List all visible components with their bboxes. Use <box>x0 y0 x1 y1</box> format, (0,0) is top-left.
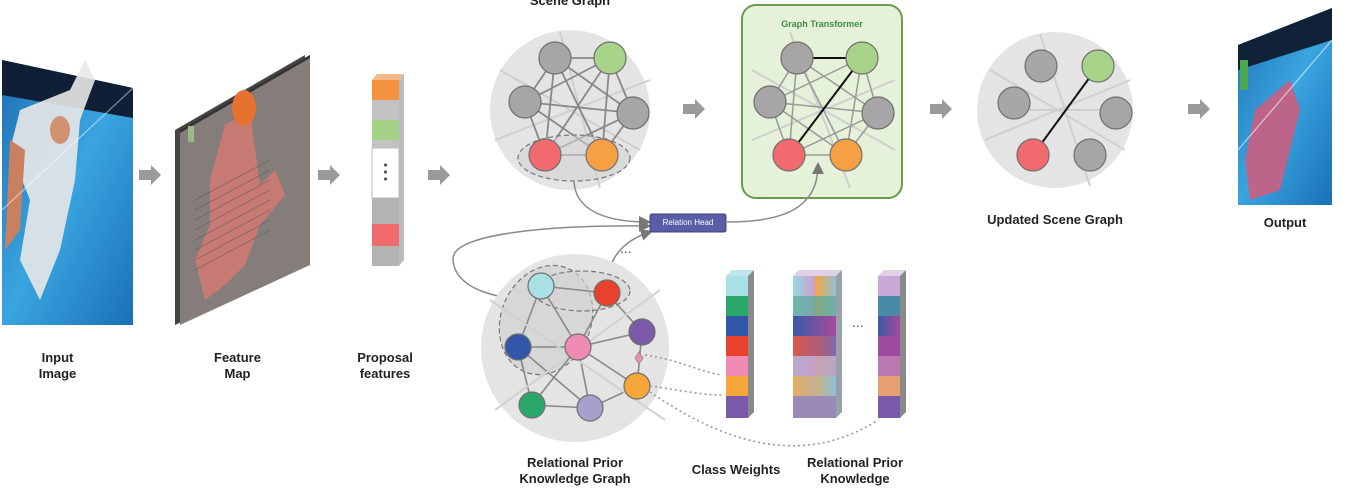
arrow-3 <box>428 165 450 185</box>
input-image-label: Input Image <box>38 350 77 381</box>
relational-prior-label: Relational Prior Knowledge <box>806 455 904 486</box>
proposal-features-stack <box>371 74 404 266</box>
relation-head-ellipsis: ... <box>620 240 632 256</box>
class-weights <box>726 270 754 418</box>
relation-head-box <box>649 213 727 233</box>
prior-stack-ellipsis: ... <box>852 314 864 330</box>
class-weights-label: Class Weights <box>691 462 781 477</box>
scene-graph <box>490 30 651 190</box>
graph-transformer-title: Graph Transformer <box>781 19 863 29</box>
output-image <box>1237 8 1333 205</box>
arrow-5 <box>930 99 952 119</box>
input-image <box>1 60 134 325</box>
graph-transformer <box>741 4 903 199</box>
arrow-4 <box>683 99 705 119</box>
arrow-6 <box>1188 99 1210 119</box>
output-label: Output <box>1263 215 1307 230</box>
relation-head-connections <box>452 162 824 301</box>
arrow-1 <box>139 165 161 185</box>
feature-map <box>175 55 310 325</box>
relation-head-label: Relation Head <box>662 218 714 227</box>
updated-scene-graph-label: Updated Scene Graph <box>987 212 1123 227</box>
proposal-features-label: Proposal features <box>357 350 413 381</box>
scene-graph-label: Scene Graph <box>529 0 611 8</box>
feature-map-label: Feature Map <box>214 350 261 381</box>
updated-scene-graph <box>977 32 1133 188</box>
dotted-links <box>644 354 879 447</box>
prior-knowledge-graph <box>481 254 669 442</box>
relational-prior-stacks <box>793 270 906 418</box>
arrow-2 <box>318 165 340 185</box>
prior-graph-label: Relational Prior Knowledge Graph <box>519 455 631 486</box>
